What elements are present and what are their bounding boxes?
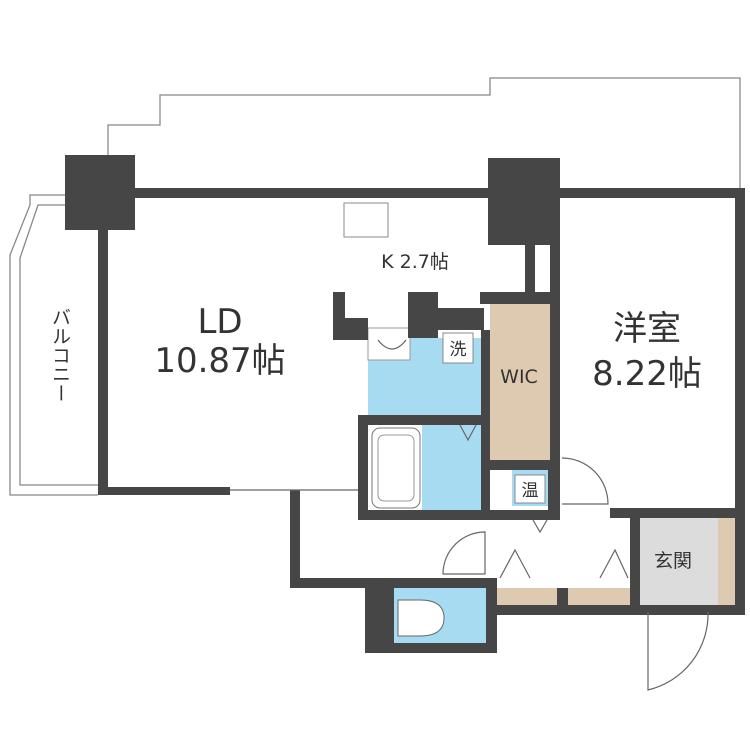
closet-door-marks bbox=[459, 424, 629, 579]
entrance-label: 玄関 bbox=[654, 550, 692, 572]
wash-label: 洗 bbox=[450, 340, 467, 360]
bathtub bbox=[371, 427, 421, 509]
washbasin bbox=[367, 327, 411, 361]
kitchen-label: K 2.7帖 bbox=[381, 251, 449, 273]
hall-storage-1 bbox=[497, 588, 557, 608]
bathtub-inner bbox=[377, 434, 415, 502]
terrace-outline bbox=[107, 77, 741, 190]
hall-storage-2 bbox=[568, 588, 630, 608]
toilet-door-swing bbox=[442, 531, 486, 575]
bedroom-door-swing bbox=[561, 457, 609, 505]
western-room-name: 洋室 bbox=[613, 309, 681, 349]
water-heater-badge bbox=[514, 474, 546, 504]
western-room-size: 8.22帖 bbox=[592, 354, 702, 394]
wash-badge bbox=[442, 332, 474, 364]
front-door-swing bbox=[647, 611, 709, 691]
wic-floor bbox=[490, 303, 550, 460]
toilet-icon bbox=[397, 599, 445, 637]
kitchen-sink bbox=[343, 202, 389, 238]
balcony-outline bbox=[9, 194, 98, 496]
entrance-floor bbox=[640, 518, 718, 605]
ld-size: 10.87帖 bbox=[154, 341, 285, 381]
walls bbox=[65, 155, 745, 653]
bathroom-floor bbox=[422, 425, 481, 510]
ld-name: LD bbox=[197, 302, 242, 342]
balcony-inner-outline bbox=[19, 204, 98, 486]
water-heater-label: 温 bbox=[522, 481, 539, 501]
wic-label: WIC bbox=[500, 366, 538, 388]
balcony-label: バルコニー bbox=[49, 308, 71, 403]
sink-icon bbox=[377, 339, 407, 350]
shoe-cabinet bbox=[718, 518, 738, 605]
